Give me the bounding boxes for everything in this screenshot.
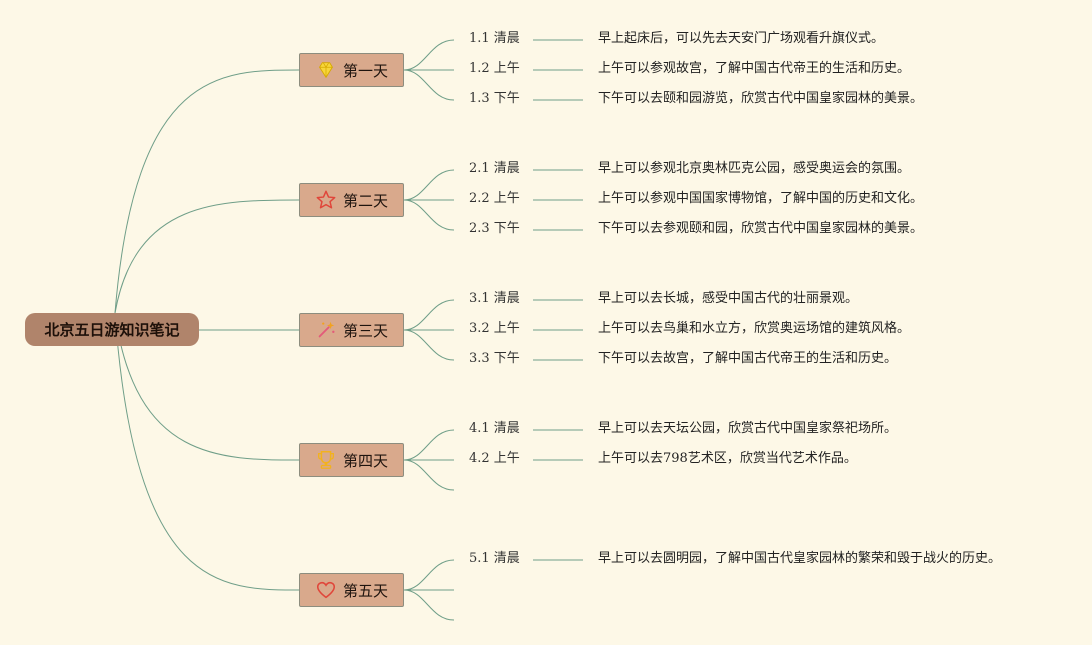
sparkle-icon	[315, 319, 337, 341]
heart-icon	[315, 579, 337, 601]
time-slot-label[interactable]: 3.2 上午	[469, 321, 520, 336]
connector-line	[403, 559, 455, 591]
connector-line	[403, 429, 455, 461]
time-slot-label[interactable]: 2.2 上午	[469, 191, 520, 206]
activity-description[interactable]: 早上可以参观北京奥林匹克公园，感受奥运会的氛围。	[598, 161, 911, 176]
connector-line	[403, 69, 455, 101]
root-topic[interactable]: 北京五日游知识笔记	[25, 313, 199, 346]
activity-description[interactable]: 上午可以去鸟巢和水立方，欣赏奥运场馆的建筑风格。	[598, 321, 911, 336]
time-slot-label[interactable]: 1.1 清晨	[469, 31, 520, 46]
day-node-2[interactable]: 第二天	[299, 183, 404, 217]
trophy-icon	[315, 449, 337, 471]
day-node-1[interactable]: 第一天	[299, 53, 404, 87]
time-slot-label[interactable]: 3.1 清晨	[469, 291, 520, 306]
day-label: 第三天	[342, 321, 388, 340]
day-node-3[interactable]: 第三天	[299, 313, 404, 347]
time-slot-label[interactable]: 4.1 清晨	[469, 421, 520, 436]
root-title: 北京五日游知识笔记	[44, 321, 180, 339]
connector-line	[403, 199, 455, 231]
connector-line	[403, 39, 455, 71]
activity-description[interactable]: 下午可以去参观颐和园，欣赏古代中国皇家园林的美景。	[598, 221, 924, 236]
activity-description[interactable]: 早上可以去圆明园，了解中国古代皇家园林的繁荣和毁于战火的历史。	[598, 551, 1002, 566]
time-slot-label[interactable]: 2.1 清晨	[469, 161, 520, 176]
activity-description[interactable]: 下午可以去故宫，了解中国古代帝王的生活和历史。	[598, 351, 898, 366]
connector-line	[403, 459, 455, 491]
activity-description[interactable]: 上午可以参观故宫，了解中国古代帝王的生活和历史。	[598, 61, 911, 76]
activity-description[interactable]: 下午可以去颐和园游览，欣赏古代中国皇家园林的美景。	[598, 91, 924, 106]
time-slot-label[interactable]: 5.1 清晨	[469, 551, 520, 566]
activity-description[interactable]: 上午可以参观中国国家博物馆，了解中国的历史和文化。	[598, 191, 924, 206]
connector-line	[403, 299, 455, 331]
activity-description[interactable]: 上午可以去798艺术区，欣赏当代艺术作品。	[598, 451, 857, 466]
connector-line	[114, 312, 300, 461]
day-label: 第五天	[342, 581, 388, 600]
diamond-icon	[315, 59, 337, 81]
time-slot-label[interactable]: 1.2 上午	[469, 61, 520, 76]
connector-line	[403, 169, 455, 201]
activity-description[interactable]: 早上可以去长城，感受中国古代的壮丽景观。	[598, 291, 859, 306]
day-node-4[interactable]: 第四天	[299, 443, 404, 477]
day-label: 第一天	[342, 61, 388, 80]
star-icon	[315, 189, 337, 211]
day-node-5[interactable]: 第五天	[299, 573, 404, 607]
connector-line	[403, 329, 455, 361]
activity-description[interactable]: 早上起床后，可以先去天安门广场观看升旗仪式。	[598, 31, 885, 46]
connector-line	[114, 312, 300, 591]
time-slot-label[interactable]: 4.2 上午	[469, 451, 520, 466]
day-label: 第二天	[342, 191, 388, 210]
activity-description[interactable]: 早上可以去天坛公园，欣赏古代中国皇家祭祀场所。	[598, 421, 898, 436]
time-slot-label[interactable]: 1.3 下午	[469, 91, 520, 106]
connector-line	[403, 589, 455, 621]
time-slot-label[interactable]: 3.3 下午	[469, 351, 520, 366]
time-slot-label[interactable]: 2.3 下午	[469, 221, 520, 236]
connector-line	[114, 69, 300, 314]
connector-line	[114, 199, 300, 314]
day-label: 第四天	[342, 451, 388, 470]
